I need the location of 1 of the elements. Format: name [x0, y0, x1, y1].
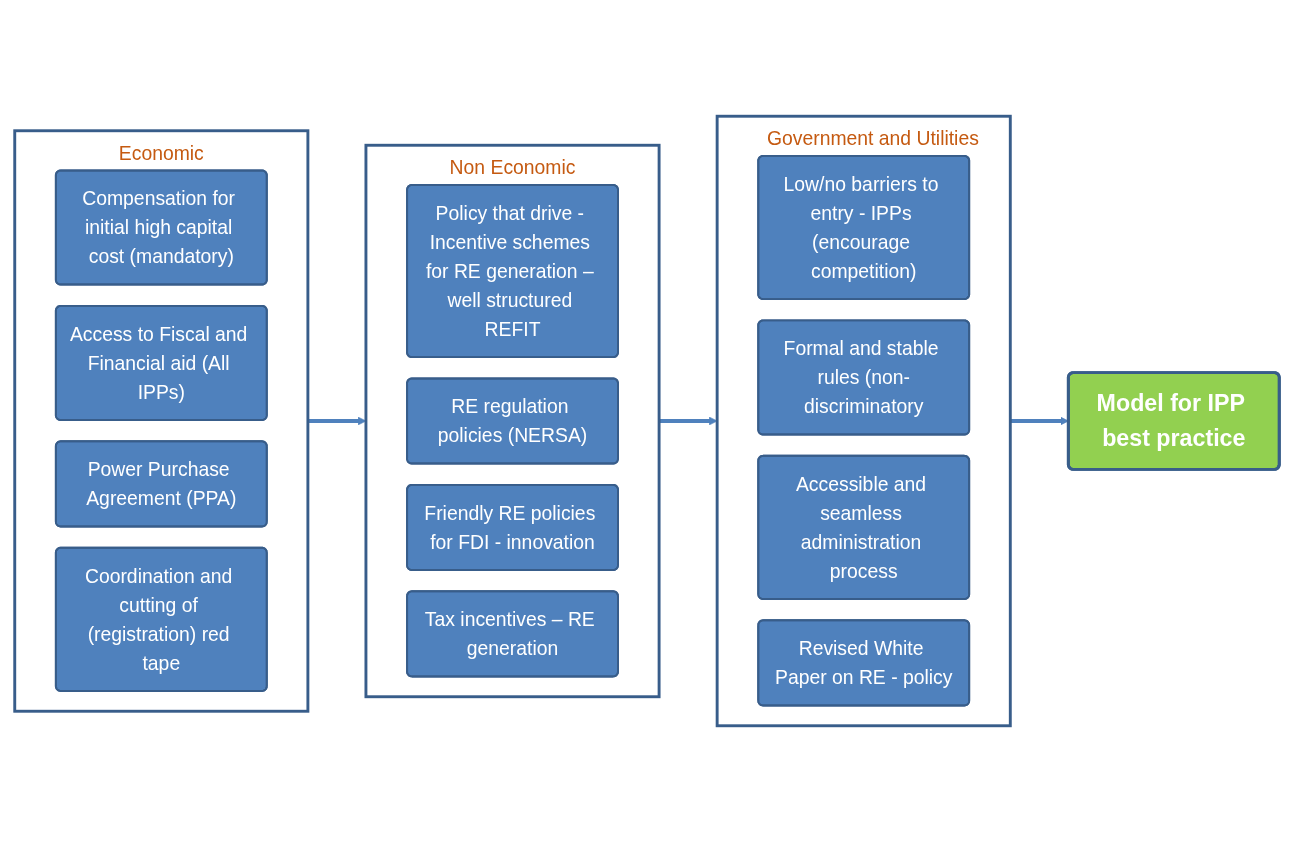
arrow: [307, 416, 366, 425]
